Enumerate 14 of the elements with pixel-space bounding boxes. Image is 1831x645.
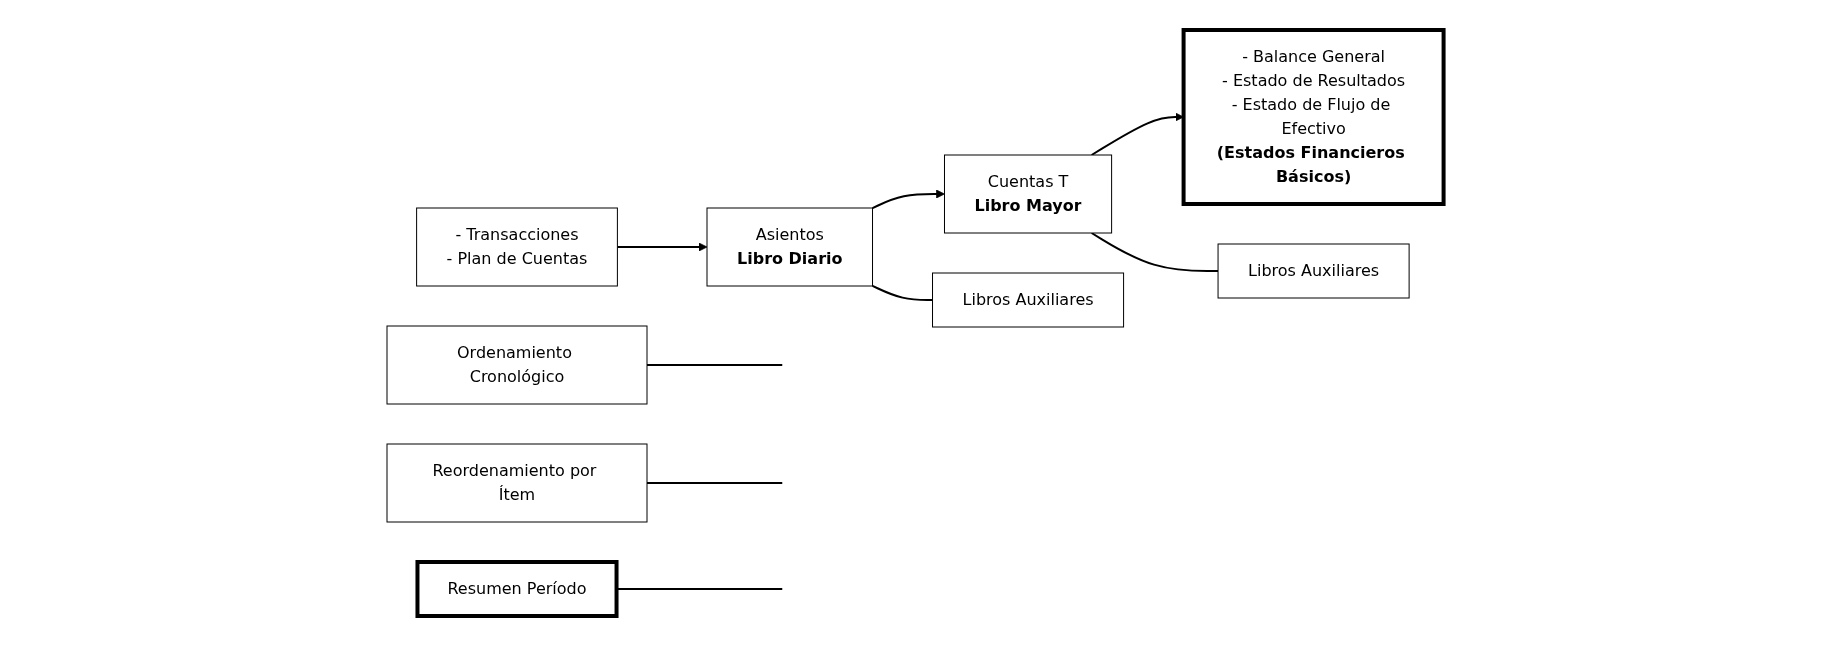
- connector: [646, 481, 784, 484]
- node-box: Asientos Libro Diario: [706, 207, 874, 286]
- connector: [646, 363, 784, 366]
- node-box: - Balance General - Estado de Resultados - Estado de Flujo de Efectivo (Estados Financieros Básicos): [1181, 27, 1446, 206]
- node-box: Libros Auxiliares: [932, 272, 1125, 327]
- node-box: Cuentas T Libro Mayor: [944, 154, 1113, 233]
- arrow: [616, 242, 708, 251]
- node-box: Libros Auxiliares: [1217, 243, 1410, 298]
- connector: [1090, 231, 1220, 272]
- node-box: Reordenamiento por Ítem: [386, 443, 648, 522]
- node-box: Resumen Período: [415, 559, 619, 618]
- node-box: - Transacciones - Plan de Cuentas: [416, 207, 619, 286]
- connector: [871, 284, 934, 301]
- node-box: Ordenamiento Cronológico: [386, 325, 648, 404]
